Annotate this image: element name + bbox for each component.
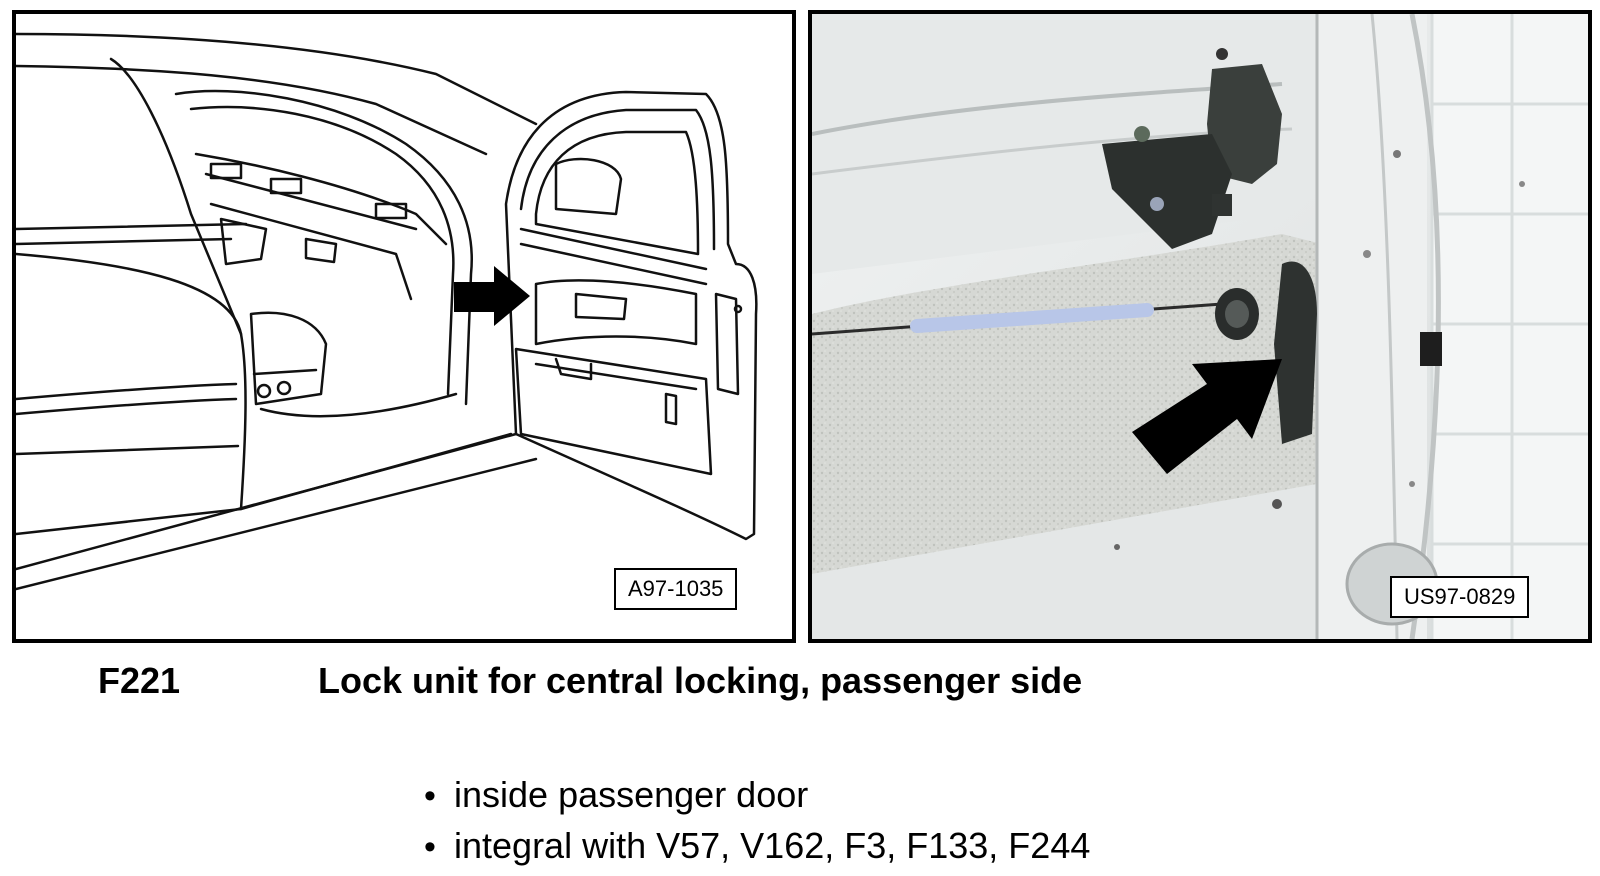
figure-door-photo: US97-0829: [808, 10, 1592, 643]
component-code: F221: [98, 660, 181, 701]
door-interior-photo: [812, 14, 1588, 639]
black-arrow-up-right-icon: [1132, 359, 1282, 474]
component-title: Lock unit for central locking, passenger…: [318, 660, 1083, 701]
note-item: inside passenger door: [424, 770, 1090, 821]
figure-door-drawing: A97-1035: [12, 10, 796, 643]
door-line-drawing: [16, 32, 758, 591]
figure-ref-code: US97-0829: [1390, 576, 1530, 618]
note-item: integral with V57, V162, F3, F133, F244: [424, 821, 1090, 872]
figure-ref-code: A97-1035: [614, 568, 738, 610]
location-notes: inside passenger door integral with V57,…: [424, 770, 1090, 872]
black-arrow-right-icon: [454, 266, 530, 326]
